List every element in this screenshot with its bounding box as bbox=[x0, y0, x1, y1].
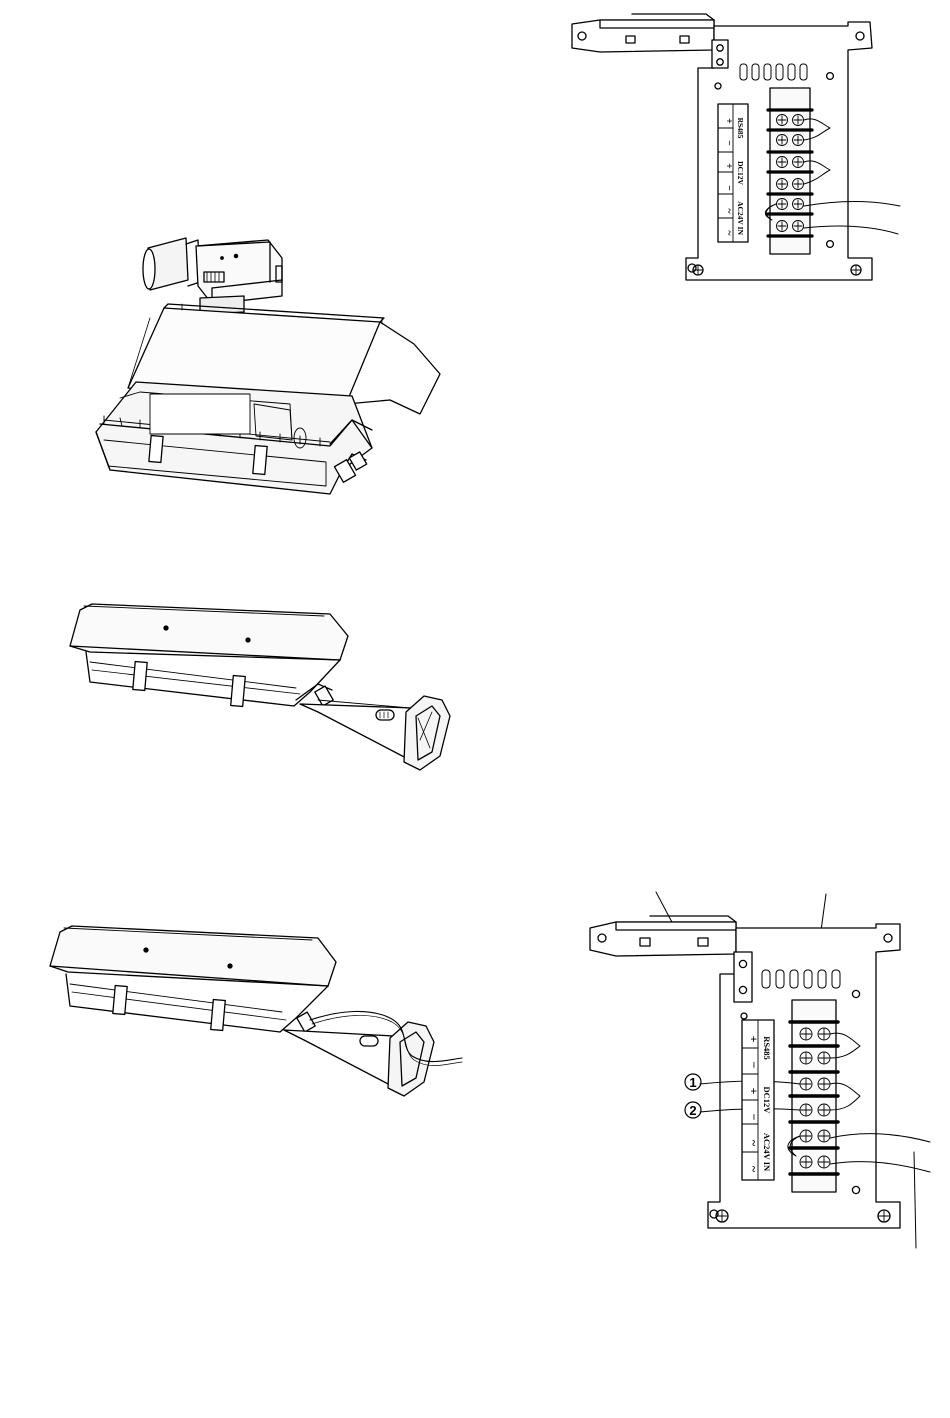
terminal-sign: ~ bbox=[723, 230, 734, 236]
terminal-sign: + bbox=[723, 118, 734, 124]
terminal-sign: − bbox=[747, 1114, 761, 1121]
terminal-sign: − bbox=[723, 140, 734, 146]
terminal-sign: + bbox=[747, 1088, 761, 1095]
callout-1-number: 1 bbox=[689, 1075, 696, 1090]
terminal-board-bottom bbox=[590, 892, 930, 1248]
terminal-sign: + bbox=[723, 163, 734, 169]
callout-1: 1 bbox=[685, 1074, 701, 1090]
terminal-board-top bbox=[572, 14, 900, 280]
figure-housing-closed bbox=[70, 604, 450, 770]
terminal-sign: ~ bbox=[747, 1140, 761, 1147]
housing-base bbox=[96, 382, 372, 494]
callout-2: 2 bbox=[685, 1102, 701, 1118]
figure-camera-install bbox=[96, 238, 440, 494]
terminal-sign: − bbox=[747, 1062, 761, 1069]
terminal-label-rs485: RS485 bbox=[736, 118, 745, 139]
terminal-sign: ~ bbox=[723, 208, 734, 214]
terminal-sign: + bbox=[747, 1036, 761, 1043]
terminal-label-dc12v: DC12V bbox=[762, 1087, 772, 1115]
camera-body bbox=[143, 238, 282, 314]
terminal-sign: − bbox=[723, 185, 734, 191]
callout-2-number: 2 bbox=[689, 1103, 696, 1118]
terminal-label-ac24v-in: AC24V IN bbox=[736, 201, 745, 235]
terminal-label-dc12v: DC12V bbox=[736, 161, 745, 185]
figure-housing-cabled bbox=[50, 926, 462, 1096]
terminal-sign: ~ bbox=[747, 1166, 761, 1173]
wall-bracket bbox=[300, 696, 450, 770]
terminal-label-rs485: RS485 bbox=[762, 1036, 772, 1060]
terminal-label-ac24v-in: AC24V IN bbox=[762, 1133, 772, 1172]
